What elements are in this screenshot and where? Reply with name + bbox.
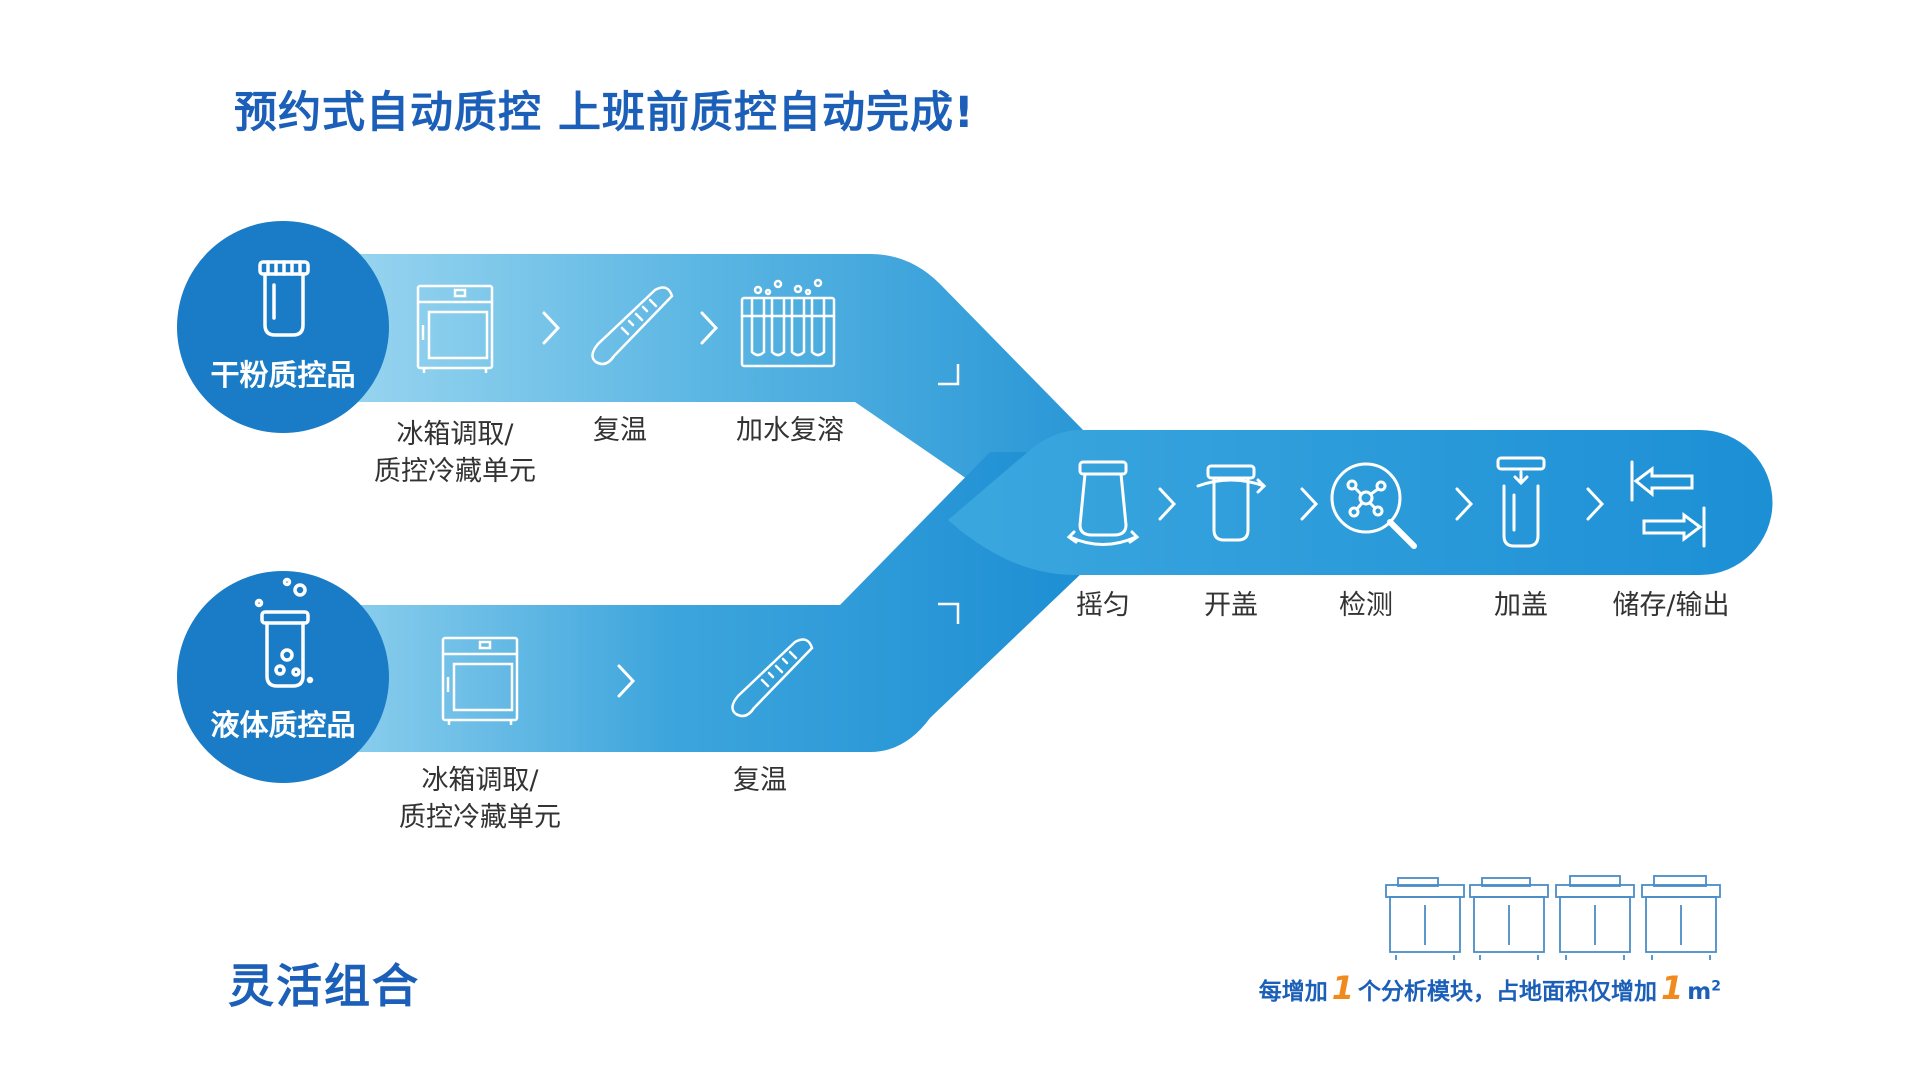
- store-output-icon: [1630, 460, 1706, 548]
- liquid-step-warm-label: 复温: [733, 765, 787, 796]
- footer-unit-sup: 2: [1711, 978, 1721, 995]
- chevron-right-icon: [1455, 487, 1474, 521]
- footer-middle: 个分析模块，占地面积仅增加: [1358, 979, 1658, 1005]
- main-step-open-label: 开盖: [1204, 590, 1258, 621]
- shake-tube-icon: [1066, 460, 1140, 546]
- main-step-store-label: 储存/输出: [1612, 590, 1730, 621]
- analyzer-module-icon: [1555, 875, 1635, 960]
- page-title: 预约式自动质控 上班前质控自动完成!: [234, 88, 975, 138]
- main-step-addcap-label: 加盖: [1494, 590, 1548, 621]
- flexible-combination-heading: 灵活组合: [228, 959, 420, 1013]
- chevron-right-icon: [1300, 487, 1319, 521]
- open-cap-icon: [1196, 464, 1267, 542]
- fridge-icon: [416, 284, 494, 373]
- footer-unit: m: [1687, 979, 1712, 1005]
- analyzer-module-icon: [1385, 877, 1465, 960]
- liquid-circle: [177, 571, 389, 783]
- main-step-detect-label: 检测: [1339, 590, 1393, 621]
- chevron-right-icon: [542, 311, 561, 345]
- chevron-right-icon: [1586, 487, 1605, 521]
- dry-powder-band: [290, 254, 1085, 560]
- test-tube-rack-icon: [740, 278, 836, 368]
- corner-bracket-icon: [938, 364, 960, 386]
- analyzer-module-icon: [1641, 875, 1721, 960]
- dry-powder-badge: 干粉质控品: [210, 358, 356, 392]
- chevron-right-icon: [617, 664, 636, 698]
- footer-prefix: 每增加: [1258, 979, 1328, 1005]
- liquid-step-fridge-line1: 冰箱调取/: [421, 765, 539, 796]
- dry-step-fridge-line1: 冰箱调取/: [396, 419, 514, 450]
- corner-bracket-icon: [938, 602, 960, 624]
- main-step-shake-label: 摇匀: [1076, 590, 1130, 621]
- add-cap-icon: [1496, 456, 1546, 548]
- dry-step-warm-label: 复温: [593, 415, 647, 446]
- dry-step-fridge-label: 冰箱调取/ 质控冷藏单元: [355, 416, 555, 490]
- footer-number-1: 1: [1331, 969, 1355, 1007]
- thermometer-icon: [731, 638, 814, 718]
- chevron-right-icon: [1158, 487, 1177, 521]
- liquid-step-fridge-line2: 质控冷藏单元: [399, 802, 561, 833]
- thermometer-icon: [591, 286, 674, 366]
- liquid-step-fridge-label: 冰箱调取/ 质控冷藏单元: [380, 762, 580, 836]
- footer-number-2: 1: [1661, 969, 1684, 1007]
- fridge-icon: [441, 636, 519, 725]
- liquid-tube-icon: [254, 577, 314, 688]
- liquid-badge: 液体质控品: [210, 708, 356, 742]
- magnifier-detect-icon: [1330, 462, 1417, 549]
- liquid-band: [290, 452, 1085, 752]
- chevron-right-icon: [700, 311, 719, 345]
- analyzer-module-icon: [1469, 877, 1549, 960]
- dry-step-dissolve-label: 加水复溶: [736, 415, 844, 446]
- dry-powder-circle: [177, 221, 389, 433]
- dry-step-fridge-line2: 质控冷藏单元: [374, 456, 536, 487]
- dry-tube-icon: [258, 260, 310, 337]
